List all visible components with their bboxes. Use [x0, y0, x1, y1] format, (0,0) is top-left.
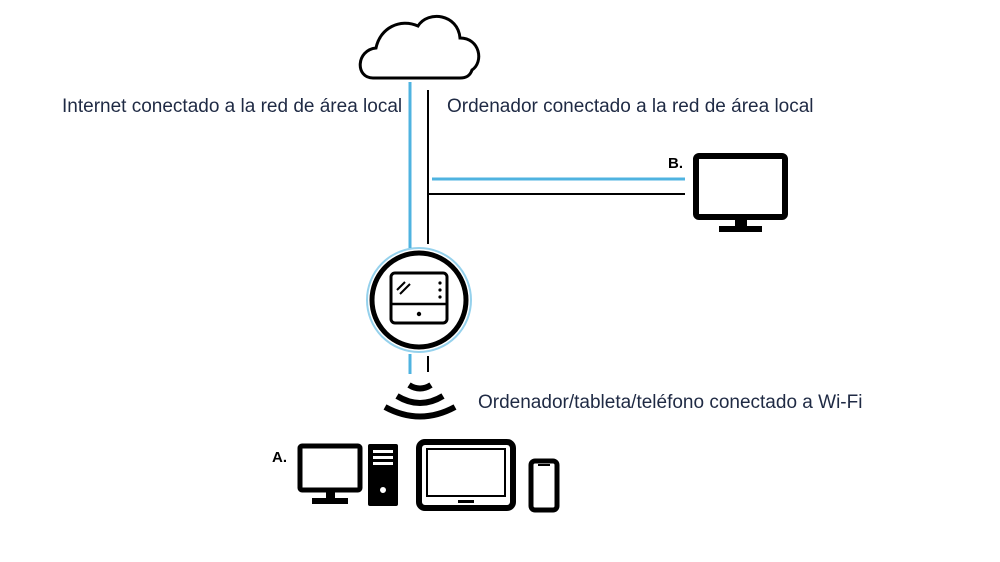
monitor-icon	[693, 153, 788, 232]
desktop-computer-icon	[297, 443, 363, 504]
phone-icon	[528, 458, 560, 513]
marker-b: B.	[668, 155, 683, 172]
internet-lan-label: Internet conectado a la red de área loca…	[62, 96, 403, 117]
router-icon	[366, 247, 472, 353]
wifi-signal-icon	[383, 382, 457, 420]
tablet-icon	[416, 439, 516, 511]
pc-tower-icon	[368, 444, 398, 506]
cloud-icon	[358, 15, 481, 80]
marker-a: A.	[272, 449, 287, 466]
wifi-devices-label: Ordenador/tableta/teléfono conectado a W…	[478, 392, 863, 413]
computer-lan-label: Ordenador conectado a la red de área loc…	[447, 96, 814, 117]
